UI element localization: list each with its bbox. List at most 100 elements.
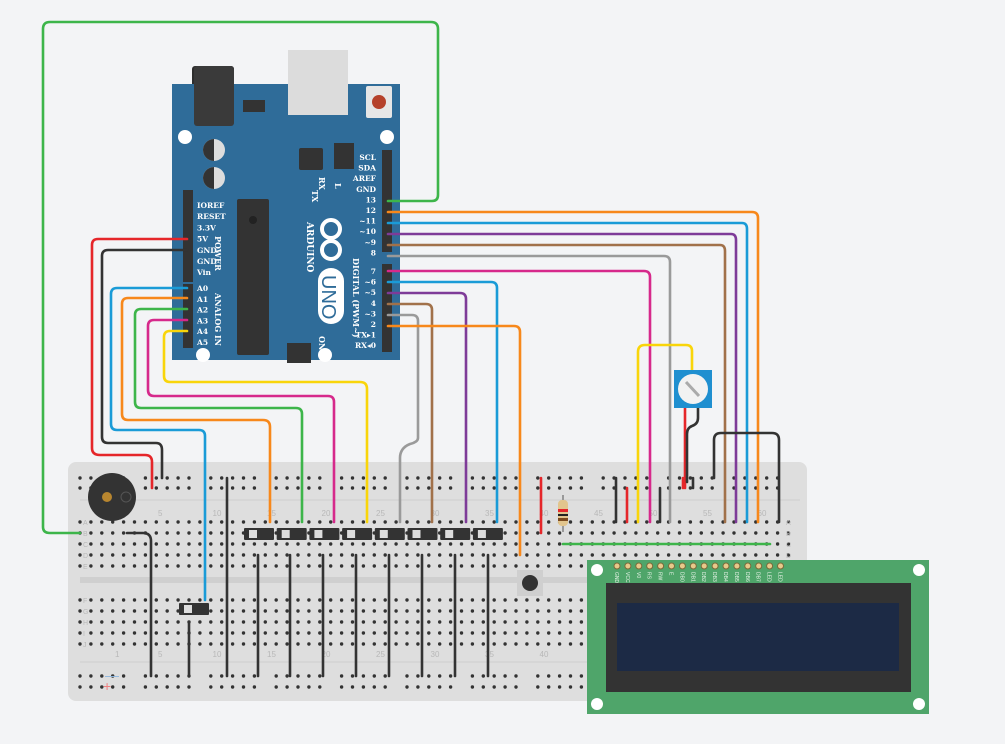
breadboard-hole[interactable] bbox=[525, 553, 529, 557]
breadboard-hole[interactable] bbox=[176, 476, 180, 480]
breadboard-hole[interactable] bbox=[143, 631, 148, 635]
breadboard-hole[interactable] bbox=[329, 520, 333, 524]
breadboard-hole[interactable] bbox=[732, 553, 736, 557]
breadboard-hole[interactable] bbox=[492, 609, 496, 613]
lcd-pin[interactable] bbox=[624, 562, 632, 570]
breadboard-hole[interactable] bbox=[285, 564, 289, 568]
breadboard-hole[interactable] bbox=[121, 520, 126, 524]
breadboard-hole[interactable] bbox=[230, 620, 235, 624]
breadboard-hole[interactable] bbox=[754, 531, 758, 535]
wire-pink[interactable] bbox=[146, 318, 336, 524]
breadboard-hole[interactable] bbox=[557, 631, 562, 635]
breadboard-hole[interactable] bbox=[121, 642, 126, 646]
breadboard-hole[interactable] bbox=[568, 531, 573, 535]
breadboard-hole[interactable] bbox=[361, 520, 366, 524]
breadboard-hole[interactable] bbox=[100, 685, 104, 689]
breadboard-hole[interactable] bbox=[89, 631, 93, 635]
breadboard-hole[interactable] bbox=[601, 476, 605, 480]
breadboard-hole[interactable] bbox=[754, 476, 758, 480]
breadboard-hole[interactable] bbox=[132, 553, 137, 557]
breadboard-hole[interactable] bbox=[438, 598, 442, 602]
breadboard-hole[interactable] bbox=[765, 520, 769, 524]
breadboard-hole[interactable] bbox=[786, 531, 791, 535]
breadboard-hole[interactable] bbox=[438, 564, 442, 568]
breadboard-hole[interactable] bbox=[274, 553, 278, 557]
breadboard-hole[interactable] bbox=[666, 553, 671, 557]
breadboard-hole[interactable] bbox=[623, 476, 627, 480]
breadboard-hole[interactable] bbox=[470, 620, 475, 624]
wire-blue[interactable] bbox=[109, 286, 207, 602]
breadboard-hole[interactable] bbox=[579, 674, 584, 678]
breadboard-hole[interactable] bbox=[121, 531, 126, 535]
breadboard-hole[interactable] bbox=[165, 631, 169, 635]
breadboard-hole[interactable] bbox=[296, 553, 300, 557]
breadboard-hole[interactable] bbox=[448, 642, 453, 646]
breadboard-hole[interactable] bbox=[427, 674, 431, 678]
breadboard-hole[interactable] bbox=[557, 674, 562, 678]
breadboard-hole[interactable] bbox=[252, 631, 257, 635]
breadboard-hole[interactable] bbox=[470, 553, 475, 557]
wire-black[interactable] bbox=[100, 248, 189, 480]
breadboard-hole[interactable] bbox=[536, 620, 540, 624]
breadboard-hole[interactable] bbox=[100, 520, 104, 524]
breadboard-hole[interactable] bbox=[438, 642, 442, 646]
breadboard-hole[interactable] bbox=[481, 674, 485, 678]
breadboard-hole[interactable] bbox=[579, 531, 584, 535]
breadboard-hole[interactable] bbox=[459, 542, 464, 546]
breadboard-hole[interactable] bbox=[296, 620, 300, 624]
breadboard-hole[interactable] bbox=[339, 609, 344, 613]
breadboard-hole[interactable] bbox=[143, 486, 148, 490]
lcd-pin[interactable] bbox=[613, 562, 621, 570]
breadboard-hole[interactable] bbox=[416, 609, 420, 613]
breadboard-hole[interactable] bbox=[470, 598, 475, 602]
breadboard-hole[interactable] bbox=[187, 520, 191, 524]
breadboard-hole[interactable] bbox=[78, 631, 82, 635]
breadboard-hole[interactable] bbox=[252, 642, 257, 646]
wire-purple[interactable] bbox=[386, 232, 738, 524]
breadboard-hole[interactable] bbox=[263, 631, 267, 635]
breadboard-hole[interactable] bbox=[111, 685, 115, 689]
breadboard-hole[interactable] bbox=[89, 609, 93, 613]
breadboard-hole[interactable] bbox=[503, 598, 507, 602]
breadboard-hole[interactable] bbox=[176, 642, 180, 646]
breadboard-hole[interactable] bbox=[536, 553, 540, 557]
breadboard-hole[interactable] bbox=[481, 685, 485, 689]
breadboard-hole[interactable] bbox=[416, 553, 420, 557]
breadboard-hole[interactable] bbox=[154, 609, 158, 613]
breadboard-hole[interactable] bbox=[111, 564, 115, 568]
breadboard-hole[interactable] bbox=[492, 542, 496, 546]
breadboard-hole[interactable] bbox=[459, 564, 464, 568]
breadboard-hole[interactable] bbox=[318, 476, 322, 480]
potentiometer[interactable] bbox=[674, 370, 712, 408]
breadboard-hole[interactable] bbox=[775, 531, 780, 535]
breadboard-hole[interactable] bbox=[165, 531, 169, 535]
breadboard-hole[interactable] bbox=[492, 631, 496, 635]
breadboard-hole[interactable] bbox=[383, 620, 387, 624]
breadboard-hole[interactable] bbox=[296, 520, 300, 524]
breadboard-hole[interactable] bbox=[274, 542, 278, 546]
breadboard-hole[interactable] bbox=[394, 631, 398, 635]
breadboard-hole[interactable] bbox=[557, 564, 562, 568]
breadboard-hole[interactable] bbox=[765, 553, 769, 557]
breadboard-hole[interactable] bbox=[448, 553, 453, 557]
breadboard-hole[interactable] bbox=[405, 631, 409, 635]
breadboard-hole[interactable] bbox=[318, 609, 322, 613]
breadboard-hole[interactable] bbox=[154, 620, 158, 624]
wire-green[interactable] bbox=[41, 20, 440, 535]
wire-brown[interactable] bbox=[386, 243, 727, 524]
breadboard-hole[interactable] bbox=[470, 609, 475, 613]
breadboard-hole[interactable] bbox=[350, 542, 355, 546]
slide-switch[interactable] bbox=[374, 528, 405, 540]
breadboard-hole[interactable] bbox=[230, 642, 235, 646]
breadboard-hole[interactable] bbox=[481, 553, 485, 557]
breadboard-hole[interactable] bbox=[405, 609, 409, 613]
breadboard-hole[interactable] bbox=[209, 674, 213, 678]
breadboard-hole[interactable] bbox=[241, 553, 246, 557]
breadboard-hole[interactable] bbox=[111, 631, 115, 635]
breadboard-hole[interactable] bbox=[438, 631, 442, 635]
breadboard-hole[interactable] bbox=[285, 476, 289, 480]
breadboard-hole[interactable] bbox=[699, 476, 703, 480]
breadboard-hole[interactable] bbox=[514, 476, 518, 480]
slide-switch[interactable] bbox=[244, 528, 274, 540]
breadboard-hole[interactable] bbox=[296, 642, 300, 646]
